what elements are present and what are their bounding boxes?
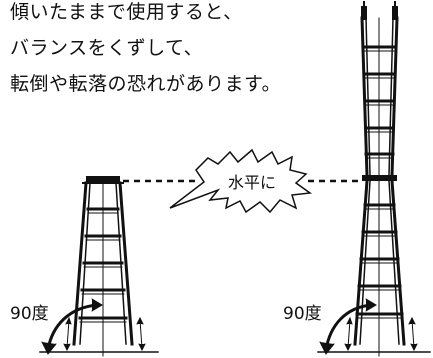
callout-burst — [169, 148, 313, 214]
angle-label-left: 90度 — [10, 304, 49, 324]
short-ladder — [39, 176, 159, 357]
warning-line-2: バランスをくずして、 — [10, 37, 204, 59]
warning-line-1: 傾いたままで使用すると、 — [10, 1, 243, 23]
angle-label-right: 90度 — [283, 304, 322, 324]
tall-ladder — [317, 1, 431, 357]
warning-line-3: 転倒や転落の恐れがあります。 — [10, 73, 282, 95]
callout-text: 水平に — [228, 173, 276, 192]
